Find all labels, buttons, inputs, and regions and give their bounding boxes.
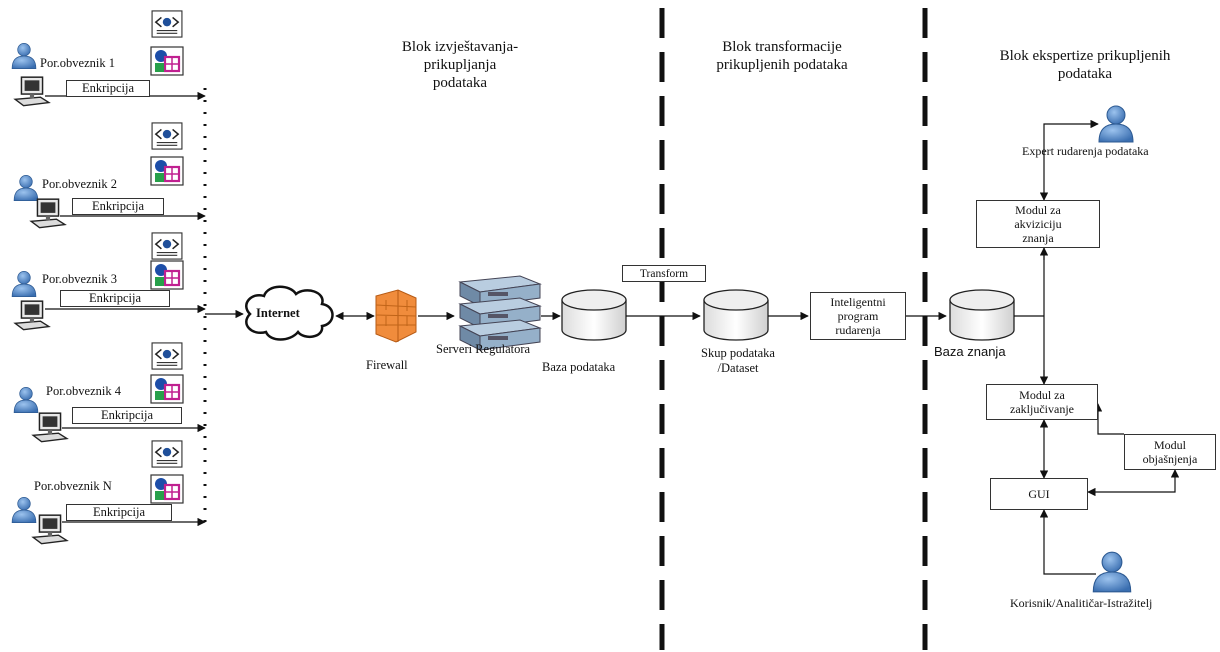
taxpayer-3-label: Por.obveznik 3 (42, 272, 117, 286)
firewall-icon (375, 289, 417, 343)
database-icon (561, 289, 627, 341)
person-icon (13, 175, 39, 201)
dataset-label: Skup podataka /Dataset (701, 346, 775, 375)
document-icon (151, 10, 183, 38)
shapes-icon (150, 374, 184, 404)
explanation-module-box: Modul objašnjenja (1124, 434, 1216, 470)
taxpayer-2-label: Por.obveznik 2 (42, 177, 117, 191)
computer-icon (32, 412, 68, 443)
computer-icon (32, 514, 68, 545)
encryption-box-4: Enkripcija (72, 407, 182, 424)
taxpayer-n-label: Por.obveznik N (34, 479, 112, 493)
block-heading-transformation: Blok transformacije prikupljenih podatak… (716, 39, 848, 73)
document-icon (151, 232, 183, 260)
expert-person-icon (1098, 105, 1134, 143)
knowledge-base-icon (949, 289, 1015, 341)
firewall-label: Firewall (366, 358, 408, 372)
taxpayer-4-label: Por.obveznik 4 (46, 384, 121, 398)
expert-label: Expert rudarenja podataka (1022, 144, 1149, 158)
document-icon (151, 122, 183, 150)
user-person-icon (1092, 551, 1132, 593)
database-label: Baza podataka (542, 360, 616, 374)
block-heading-reporting: Blok izvještavanja- prikupljanja podatak… (401, 39, 519, 91)
mining-program-box: Inteligentni program rudarenja (810, 292, 906, 340)
person-icon (13, 387, 39, 413)
taxpayer-group-2 (13, 122, 206, 229)
document-icon (151, 440, 183, 468)
server-stack-icon (458, 275, 542, 351)
knowledge-base-label: Baza znanja (934, 344, 1006, 359)
transform-box: Transform (622, 265, 706, 282)
gui-box: GUI (990, 478, 1088, 510)
shapes-icon (150, 260, 184, 290)
computer-icon (14, 300, 50, 331)
shapes-icon (150, 156, 184, 186)
taxpayer-group-n (11, 440, 206, 545)
computer-icon (30, 198, 66, 229)
encryption-box-3: Enkripcija (60, 290, 170, 307)
inference-module-box: Modul za zaključivanje (986, 384, 1098, 420)
servers-label: Serveri Regulatora (436, 342, 531, 356)
acquisition-module-box: Modul za akviziciju znanja (976, 200, 1100, 248)
shapes-icon (150, 46, 184, 76)
person-icon (11, 271, 37, 297)
shapes-icon (150, 474, 184, 504)
encryption-box-1: Enkripcija (66, 80, 150, 97)
taxpayer-1-label: Por.obveznik 1 (40, 56, 115, 70)
encryption-box-n: Enkripcija (66, 504, 172, 521)
dataset-icon (703, 289, 769, 341)
taxpayer-group-4 (13, 342, 206, 443)
internet-label: Internet (256, 306, 300, 320)
person-icon (11, 497, 37, 523)
internet-cloud-icon (245, 285, 334, 341)
computer-icon (14, 76, 50, 107)
person-icon (11, 43, 37, 69)
block-heading-expertise: Blok ekspertize prikupljenih podataka (999, 48, 1171, 82)
document-icon (151, 342, 183, 370)
encryption-box-2: Enkripcija (72, 198, 164, 215)
user-label: Korisnik/Analitičar-Istražitelj (1010, 596, 1153, 610)
taxpayer-group-3 (11, 232, 206, 331)
